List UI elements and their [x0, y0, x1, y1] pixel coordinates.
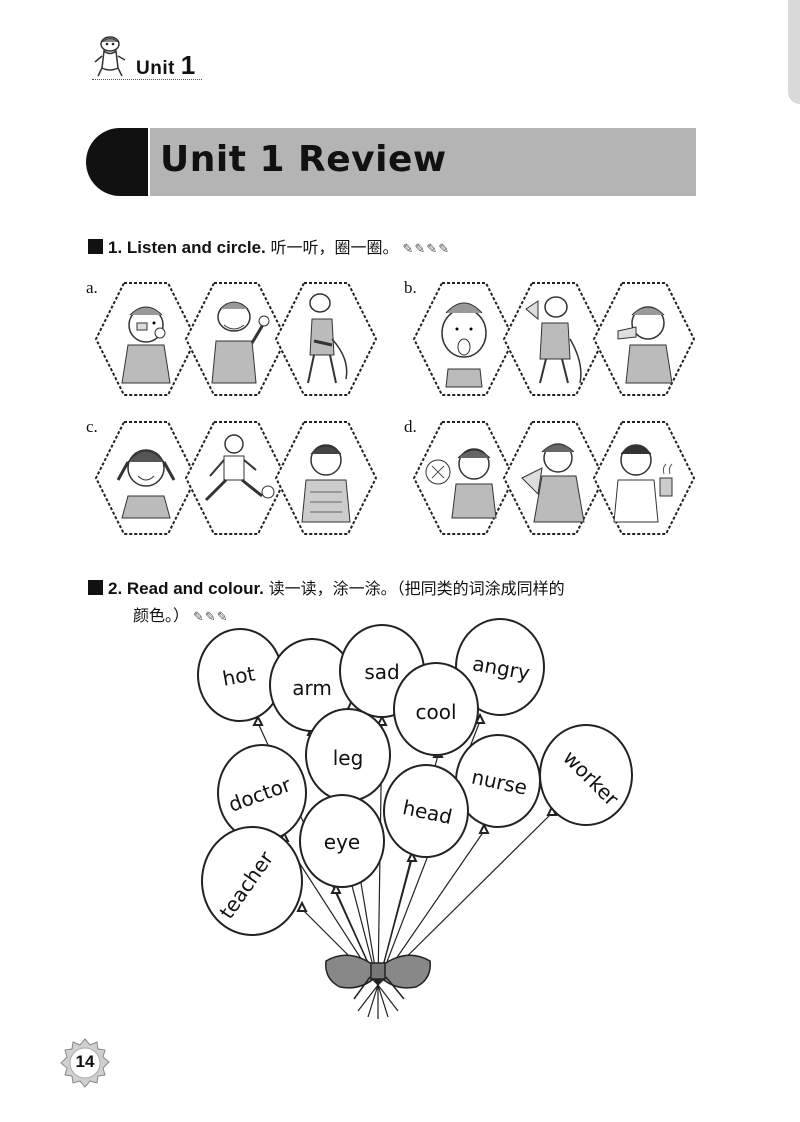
- picture-fan-girl[interactable]: [502, 418, 606, 538]
- picture-hot-girl-fan[interactable]: [412, 418, 516, 538]
- group-label-d: d.: [404, 417, 417, 436]
- picture-toothache-boy[interactable]: [94, 279, 198, 399]
- page-edge-tab: [788, 0, 800, 104]
- bullet-square-icon: [88, 239, 103, 254]
- difficulty-stars-icon: ✎✎✎: [193, 609, 229, 624]
- header-rule: [92, 79, 202, 80]
- picture-drinking-boy[interactable]: [592, 418, 696, 538]
- unit-label: Unit 1: [136, 50, 196, 80]
- balloon-word[interactable]: eye: [324, 830, 360, 854]
- dinosaur-mascot-icon: [94, 36, 126, 77]
- title-banner-cap: [86, 128, 148, 196]
- title-banner: Unit 1 Review: [150, 128, 696, 196]
- page-number-badge: 14: [60, 1038, 110, 1088]
- balloon-word[interactable]: cool: [415, 700, 456, 724]
- picture-sneezing-boy[interactable]: [592, 279, 696, 399]
- picture-waving-dinosaur[interactable]: [184, 279, 288, 399]
- page-number: 14: [75, 1052, 95, 1071]
- balloon-word[interactable]: hot: [221, 661, 258, 690]
- balloon-bunch: hot arm sad angry cool leg doctor worker…: [190, 615, 650, 1025]
- exercise-2-instruction: 2. Read and colour. 读一读，涂一涂。（把同类的词涂成同样的 …: [88, 575, 708, 630]
- picture-sick-hippo[interactable]: [412, 279, 516, 399]
- balloon-word[interactable]: arm: [292, 676, 332, 700]
- group-label-b: b.: [404, 278, 417, 297]
- group-label-c: c.: [86, 417, 98, 436]
- group-label-a: a.: [86, 278, 98, 297]
- picture-hot-dinosaur[interactable]: [502, 279, 606, 399]
- picture-stomachache-dinosaur[interactable]: [274, 279, 378, 399]
- exercise-1-instruction: 1. Listen and circle. 听一听，圈一圈。✎✎✎✎: [88, 234, 450, 258]
- picture-cold-boy[interactable]: [274, 418, 378, 538]
- picture-football-boy[interactable]: [184, 418, 288, 538]
- page-title: Unit 1 Review: [160, 139, 447, 180]
- bullet-square-icon: [88, 580, 103, 595]
- bow-icon: [325, 954, 431, 1000]
- balloon-word[interactable]: leg: [333, 746, 364, 770]
- gear-icon: [60, 1038, 110, 1088]
- difficulty-stars-icon: ✎✎✎✎: [402, 241, 451, 256]
- unit-header: Unit 1: [92, 34, 202, 80]
- picture-happy-girl[interactable]: [94, 418, 198, 538]
- balloon-word[interactable]: sad: [364, 660, 399, 684]
